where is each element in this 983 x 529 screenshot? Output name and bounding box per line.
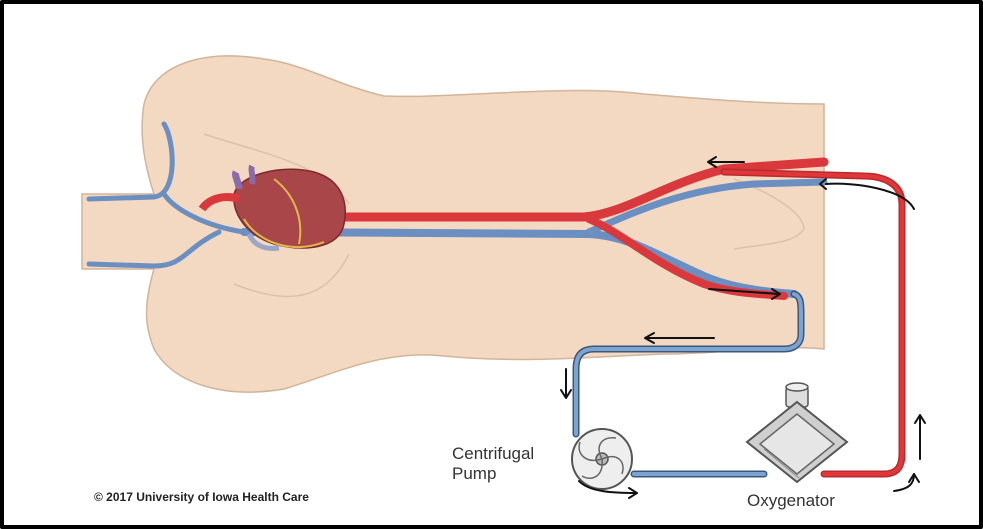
centrifugal-pump-icon xyxy=(572,429,632,489)
body-silhouette xyxy=(82,56,824,392)
oxygenator-label: Oxygenator xyxy=(747,491,835,511)
arrow-up xyxy=(915,415,925,459)
arrow-down xyxy=(561,369,571,398)
pump-label-line2: Pump xyxy=(452,464,534,484)
oxygenator-icon xyxy=(747,383,847,482)
centrifugal-pump-label: Centrifugal Pump xyxy=(452,444,534,484)
arrow-oxygenator-out xyxy=(894,474,919,491)
pump-label-line1: Centrifugal xyxy=(452,444,534,464)
copyright-notice: © 2017 University of Iowa Health Care xyxy=(94,490,309,504)
